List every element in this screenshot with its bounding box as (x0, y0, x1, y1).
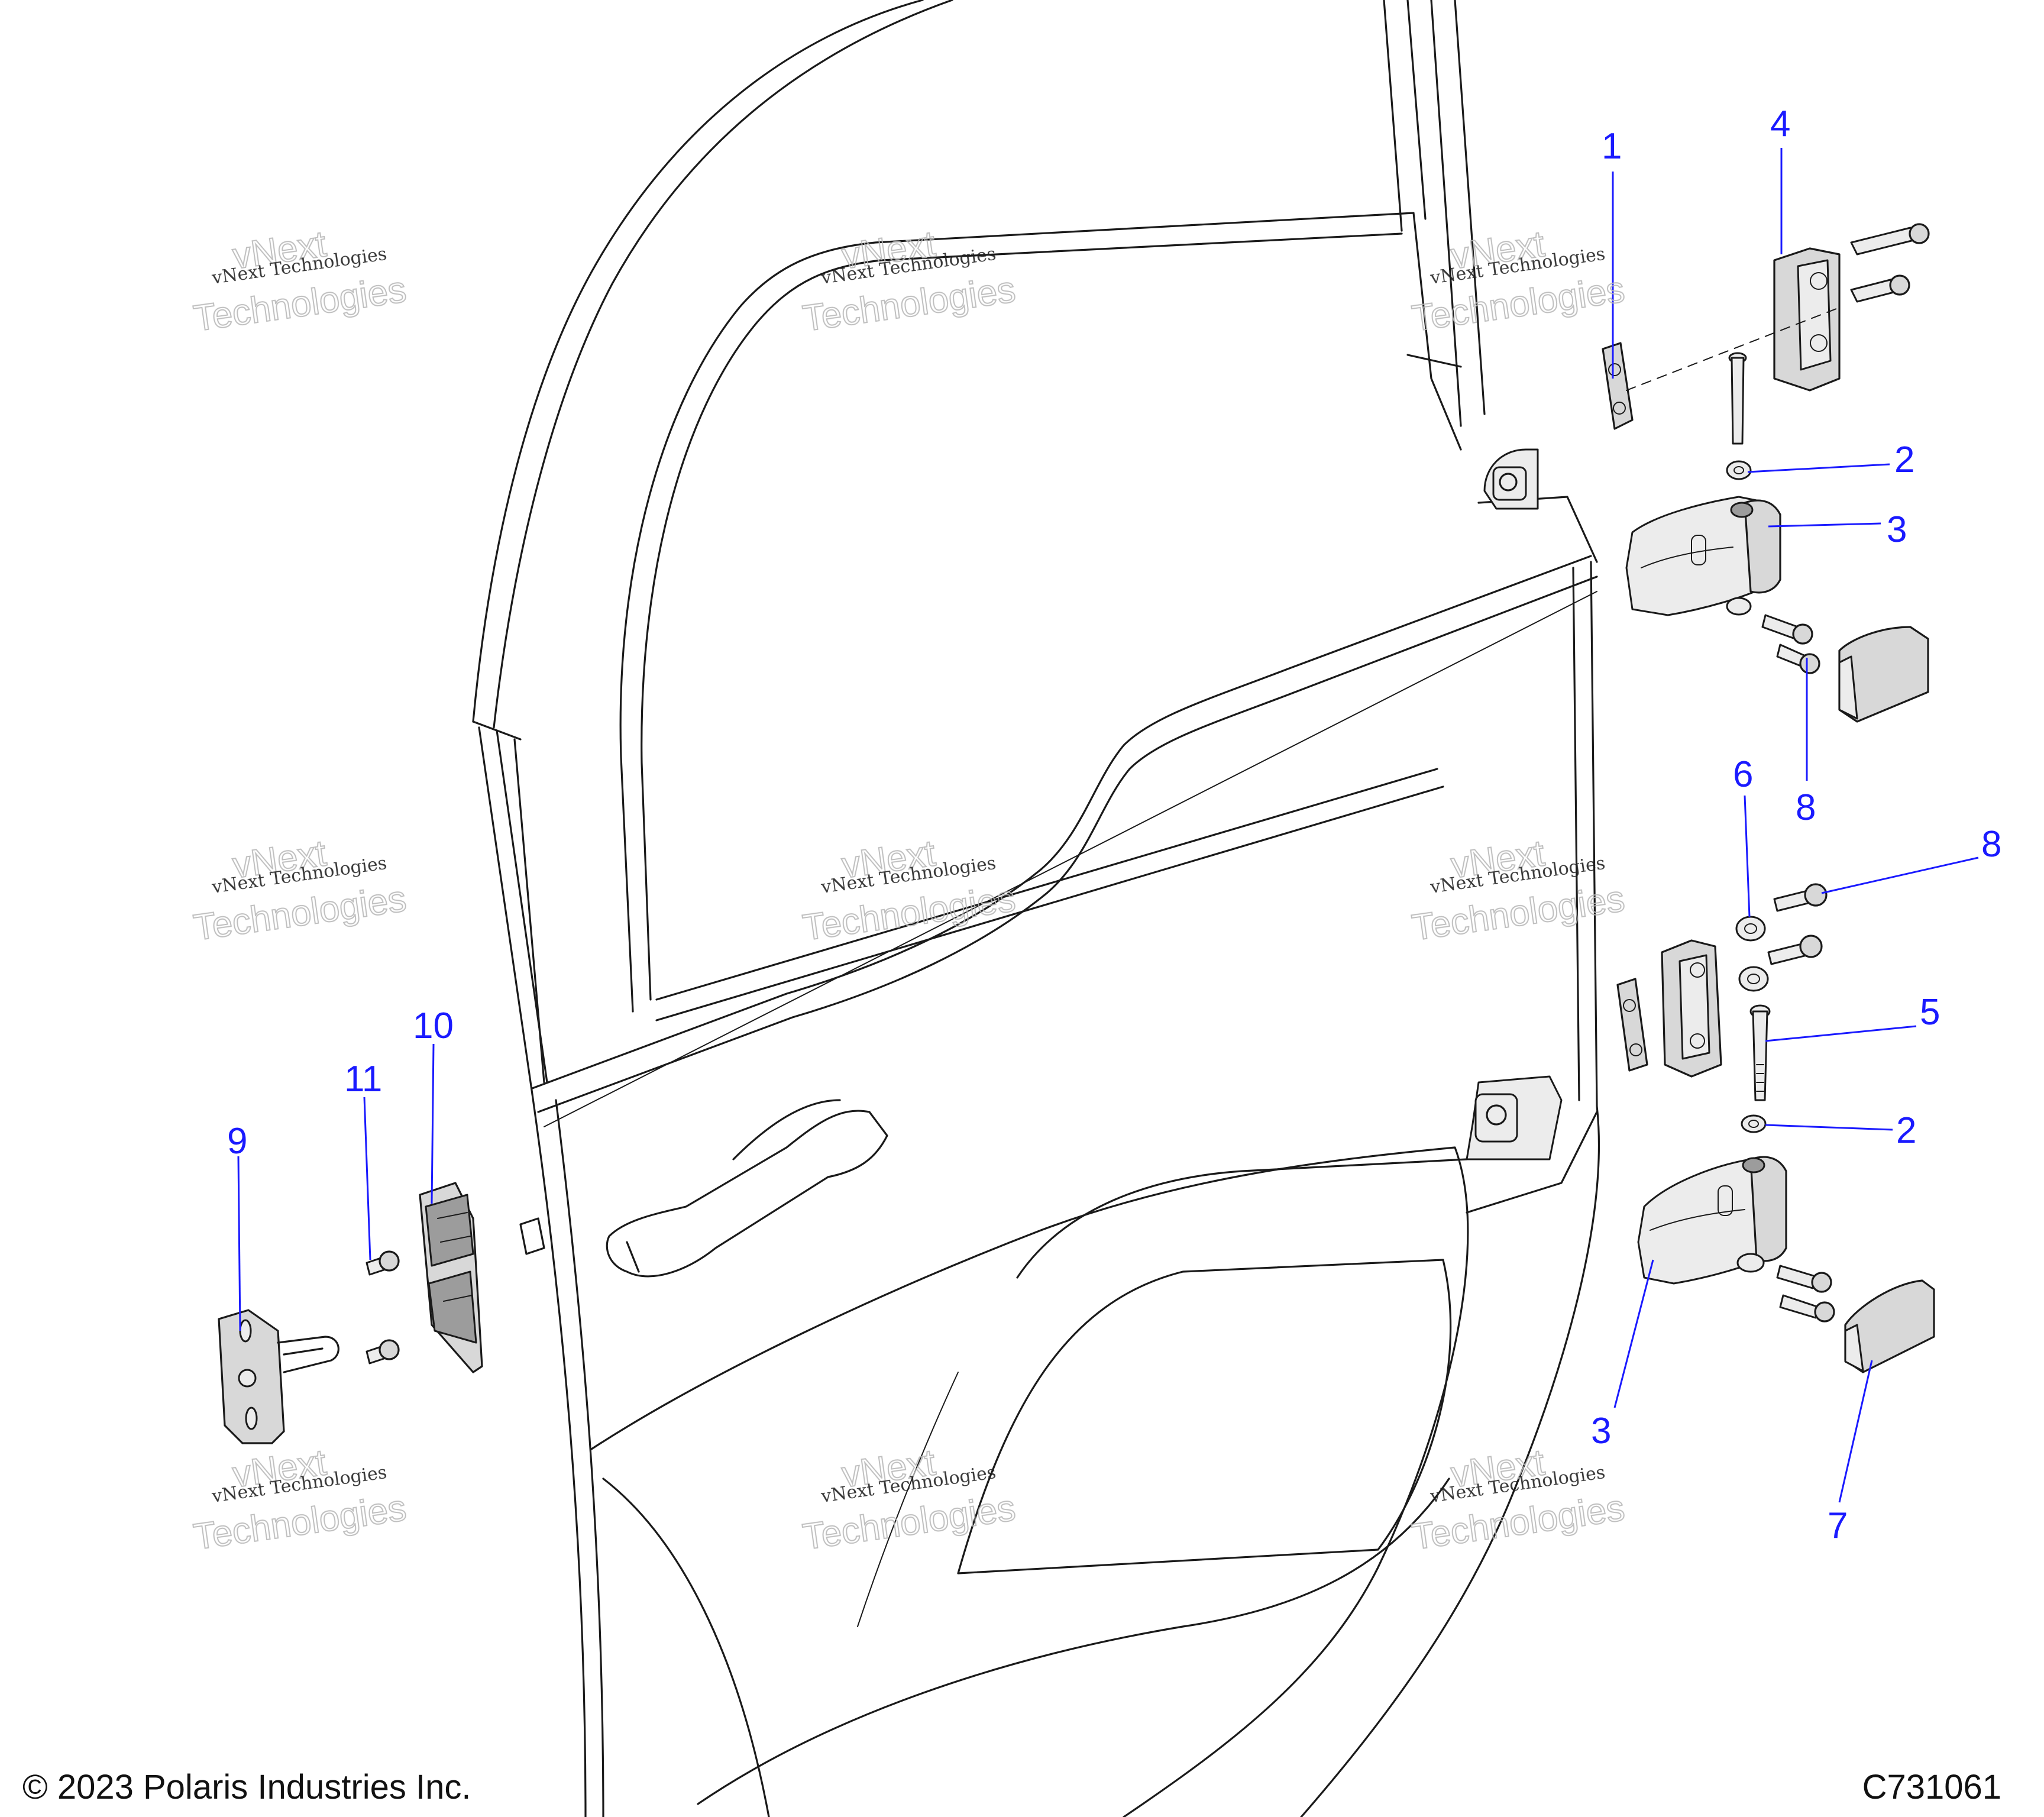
cover-cap-upper (1838, 626, 1929, 723)
part-5-long-bolt (1749, 1004, 1771, 1101)
callout-7: 7 (1828, 1505, 1848, 1546)
leader-lines (237, 148, 1979, 1503)
callout-3-upper: 3 (1887, 509, 1907, 550)
hinge-bracket-lower (1616, 939, 1722, 1078)
callout-2-lower: 2 (1896, 1110, 1916, 1151)
callout-11: 11 (344, 1059, 382, 1100)
part-7-cover-cap (1844, 1279, 1935, 1373)
watermark: vNext Technologies vNext Technologies (190, 832, 409, 949)
part-9-striker (218, 1309, 339, 1444)
callout-5: 5 (1920, 992, 1940, 1033)
diagram-code: C731061 (1862, 1768, 2001, 1806)
part-3-hinge-upper (1625, 496, 1820, 674)
long-bolt-upper (1728, 352, 1747, 445)
callout-8-right: 8 (1981, 824, 2001, 865)
watermark: vNext Technologies vNext Technologies (1409, 223, 1628, 340)
callout-6: 6 (1733, 754, 1753, 795)
part-1-plate (1602, 342, 1634, 430)
callout-labels: 1 4 2 3 8 6 8 5 2 3 7 9 11 10 (227, 104, 2001, 1546)
callout-8-upper: 8 (1796, 787, 1816, 828)
door-outline-art (472, 0, 1600, 1817)
part-4-hinge-bracket (1626, 223, 1930, 392)
callout-3-lower: 3 (1591, 1411, 1611, 1451)
part-6-washers (1735, 916, 1769, 992)
watermarks: vNext Technologies vNext Technologies vN… (190, 223, 1628, 1559)
callout-2-upper: 2 (1894, 439, 1914, 480)
callout-1: 1 (1602, 126, 1622, 167)
part-10-pad (419, 1182, 483, 1373)
part-3-hinge-lower (1637, 1156, 1835, 1323)
watermark: vNext Technologies vNext Technologies (800, 832, 1018, 949)
callout-10: 10 (413, 1006, 454, 1046)
watermark: vNext Technologies vNext Technologies (190, 223, 409, 340)
watermark: vNext Technologies vNext Technologies (190, 1441, 409, 1559)
copyright-text: © 2023 Polaris Industries Inc. (22, 1768, 471, 1806)
watermark: vNext Technologies vNext Technologies (800, 1441, 1018, 1559)
part-11-bolts (366, 1250, 400, 1365)
part-2-washer-upper (1726, 460, 1752, 480)
part-8-bolts (1767, 883, 1828, 965)
part-2-washer-lower (1741, 1114, 1767, 1133)
watermark: vNext Technologies vNext Technologies (800, 223, 1018, 340)
callout-4: 4 (1770, 104, 1790, 144)
callout-9: 9 (227, 1121, 247, 1162)
